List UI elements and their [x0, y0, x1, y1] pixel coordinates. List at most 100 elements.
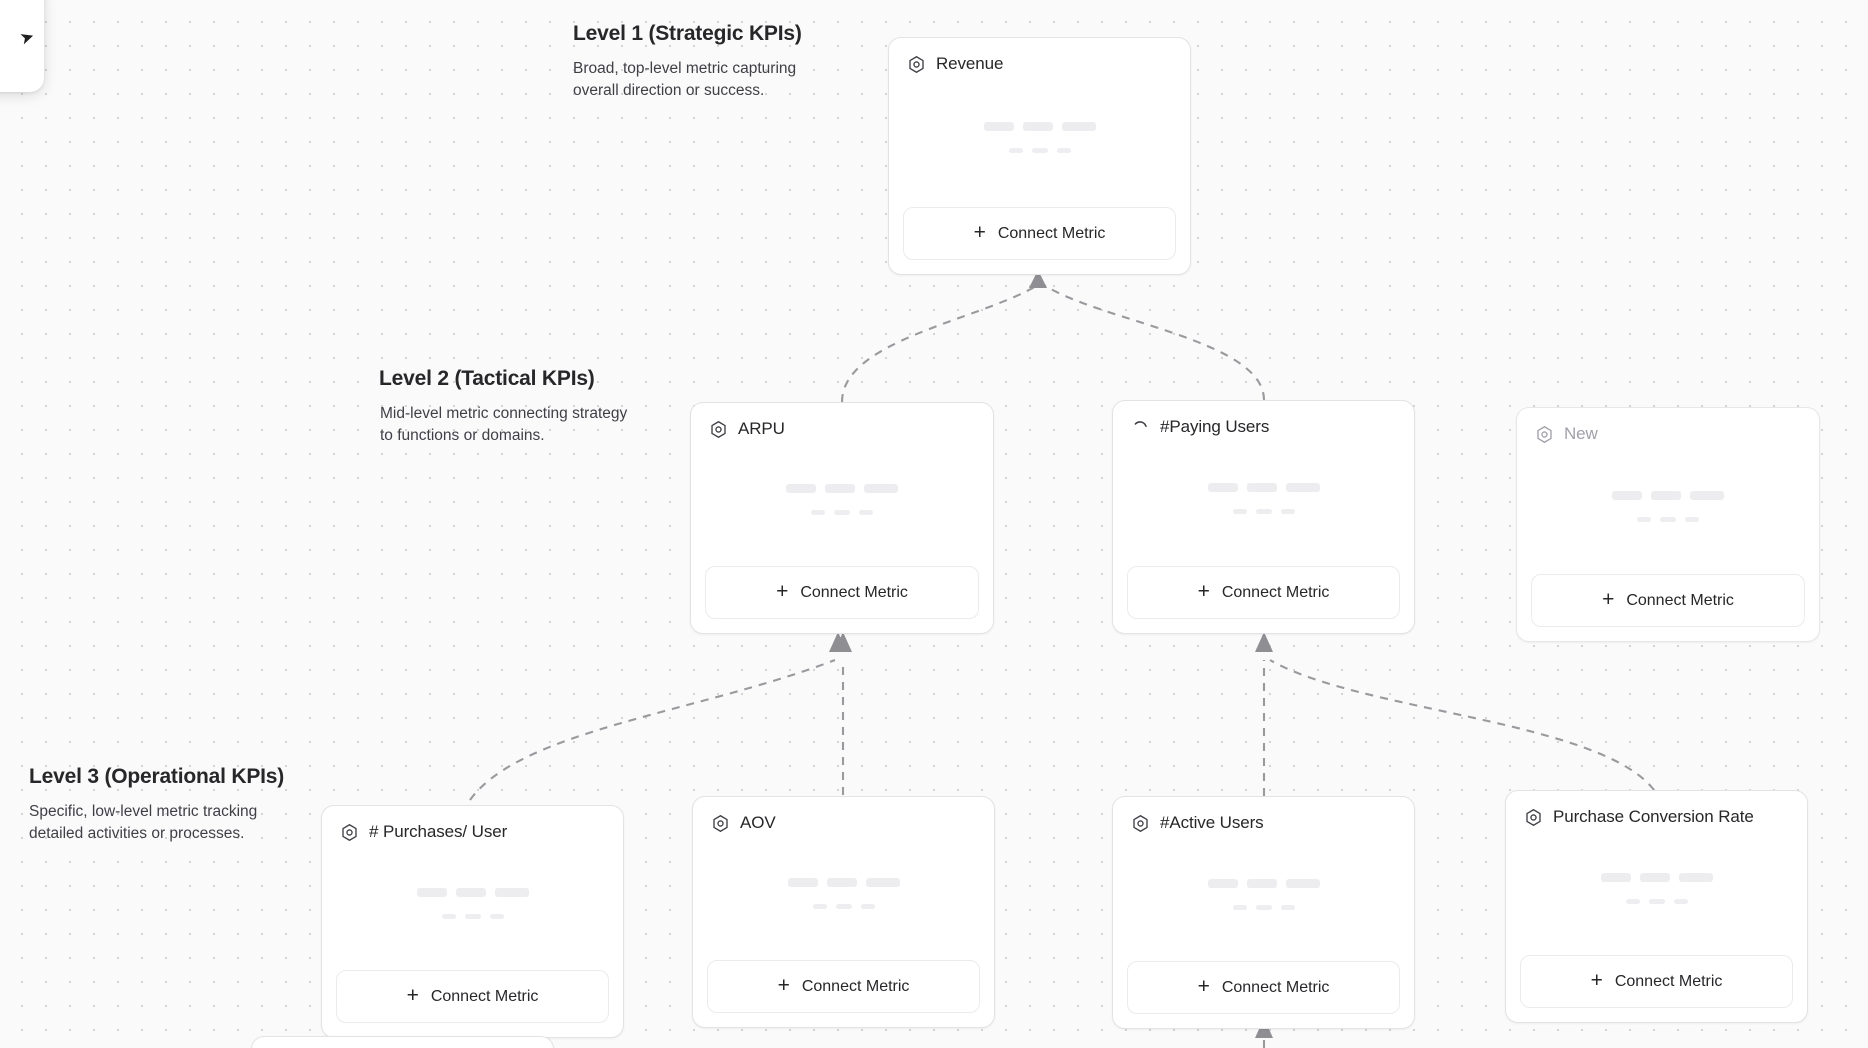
skeleton-bar — [1600, 872, 1631, 882]
connect-metric-button[interactable]: + Connect Metric — [707, 960, 980, 1013]
skeleton-bar — [1285, 878, 1320, 888]
level-2-descriptor: Level 2 (Tactical KPIs) Mid-level metric… — [379, 367, 630, 447]
skeleton-bar — [1685, 516, 1699, 522]
connect-metric-button[interactable]: + Connect Metric — [336, 970, 609, 1023]
skeleton-bar — [1022, 122, 1053, 131]
card-title: Revenue — [936, 54, 1004, 73]
skeleton-row-secondary — [441, 913, 504, 919]
connect-metric-button[interactable]: + Connect Metric — [1127, 566, 1400, 619]
metric-card-revenue[interactable]: Revenue + Connect Metric — [888, 37, 1191, 275]
skeleton-bar — [1280, 509, 1295, 514]
hexagon-metric-icon — [1537, 425, 1552, 443]
card-skeleton-body — [889, 74, 1190, 207]
connect-metric-label: Connect Metric — [1221, 978, 1330, 996]
connect-metric-label: Connect Metric — [997, 224, 1106, 242]
level-3-descriptor: Level 3 (Operational KPIs) Specific, low… — [29, 765, 284, 845]
skeleton-bar — [1285, 483, 1320, 492]
skeleton-bar — [1207, 483, 1238, 492]
connect-metric-label: Connect Metric — [1221, 583, 1330, 601]
level-3-title: Level 3 (Operational KPIs) — [29, 765, 285, 788]
skeleton-row-secondary — [1637, 516, 1699, 522]
skeleton-bar — [1651, 490, 1681, 500]
skeleton-bar — [834, 510, 850, 515]
hexagon-metric-icon — [342, 823, 357, 841]
skeleton-row-primary — [1600, 872, 1713, 882]
card-title: #Paying Users — [1160, 417, 1270, 436]
skeleton-row-primary — [1612, 490, 1724, 500]
skeleton-bar — [825, 484, 855, 493]
plus-icon: + — [1197, 975, 1210, 998]
skeleton-bar — [1660, 516, 1676, 522]
skeleton-bar — [1280, 904, 1295, 910]
level-2-description: Mid-level metric connecting strategy to … — [380, 405, 628, 444]
skeleton-bar — [1207, 878, 1238, 888]
skeleton-bar — [416, 887, 447, 897]
plus-icon: + — [777, 974, 790, 997]
connect-metric-button[interactable]: + Connect Metric — [1531, 574, 1805, 627]
card-skeleton-body — [1517, 444, 1819, 574]
skeleton-row-primary — [787, 878, 900, 887]
skeleton-bar — [1031, 148, 1048, 153]
skeleton-row-primary — [1207, 483, 1320, 492]
skeleton-bar — [835, 904, 852, 909]
metric-card-aov[interactable]: AOV + Connect Metric — [692, 796, 995, 1028]
card-title: AOV — [740, 813, 776, 832]
connect-metric-label: Connect Metric — [801, 977, 910, 995]
card-header: #Paying Users — [1113, 401, 1414, 437]
skeleton-bar — [1639, 872, 1670, 882]
card-header: # Purchases/ User — [322, 806, 623, 842]
cursor-icon: ➤ — [17, 25, 37, 49]
level-2-title: Level 2 (Tactical KPIs) — [379, 367, 595, 390]
skeleton-bar — [1648, 898, 1665, 904]
skeleton-bar — [455, 887, 486, 897]
plus-icon: + — [1197, 580, 1210, 603]
skeleton-row-secondary — [811, 510, 873, 515]
card-header: ARPU — [691, 403, 993, 439]
connect-metric-button[interactable]: + Connect Metric — [705, 566, 979, 619]
plus-icon: + — [1590, 969, 1603, 992]
plus-icon: + — [1602, 588, 1615, 611]
skeleton-bar — [1246, 483, 1277, 492]
skeleton-row-secondary — [1232, 904, 1295, 910]
card-title: # Purchases/ User — [369, 822, 508, 841]
hexagon-metric-icon — [1526, 808, 1541, 826]
metric-card-partial-bottom[interactable] — [251, 1036, 554, 1048]
card-header: #Active Users — [1113, 797, 1414, 833]
plus-icon: + — [973, 221, 986, 244]
metric-card-arpu[interactable]: ARPU + Connect Metric — [690, 402, 994, 634]
connect-metric-label: Connect Metric — [800, 583, 908, 601]
skeleton-bar — [1637, 516, 1651, 522]
skeleton-bar — [865, 878, 900, 887]
skeleton-bar — [1255, 509, 1272, 514]
hexagon-metric-icon — [713, 814, 728, 832]
skeleton-bar — [1232, 509, 1247, 514]
skeleton-bar — [1678, 872, 1713, 882]
skeleton-bar — [859, 510, 873, 515]
skeleton-bar — [1008, 148, 1023, 153]
skeleton-bar — [811, 510, 825, 515]
card-skeleton-body — [691, 439, 993, 566]
connect-metric-button[interactable]: + Connect Metric — [903, 207, 1176, 260]
connect-metric-button[interactable]: + Connect Metric — [1127, 961, 1400, 1014]
metric-card-new[interactable]: New + Connect Metric — [1516, 407, 1820, 642]
card-title: Purchase Conversion Rate — [1553, 807, 1754, 826]
card-skeleton-body — [322, 842, 623, 970]
connect-metric-label: Connect Metric — [1626, 591, 1734, 609]
skeleton-bar — [1255, 904, 1272, 910]
metric-card-active-users[interactable]: #Active Users + Connect Metric — [1112, 796, 1415, 1029]
card-header: AOV — [693, 797, 994, 833]
skeleton-row-primary — [1207, 878, 1320, 888]
skeleton-bar — [1056, 148, 1071, 153]
metric-card-purchases-per-user[interactable]: # Purchases/ User + Connect Metric — [321, 805, 624, 1038]
skeleton-bar — [826, 878, 857, 887]
metric-card-purchase-conversion-rate[interactable]: Purchase Conversion Rate + Connect Metri… — [1505, 790, 1808, 1023]
card-header: Purchase Conversion Rate — [1506, 791, 1807, 827]
skeleton-bar — [983, 122, 1014, 131]
connect-metric-button[interactable]: + Connect Metric — [1520, 955, 1793, 1008]
skeleton-bar — [489, 913, 504, 919]
floating-toolbar-partial[interactable]: ➤ — [0, 0, 44, 92]
skeleton-bar — [464, 913, 481, 919]
skeleton-row-primary — [983, 122, 1096, 131]
metric-card-paying-users[interactable]: #Paying Users + Connect Metric — [1112, 400, 1415, 634]
card-header: Revenue — [889, 38, 1190, 74]
